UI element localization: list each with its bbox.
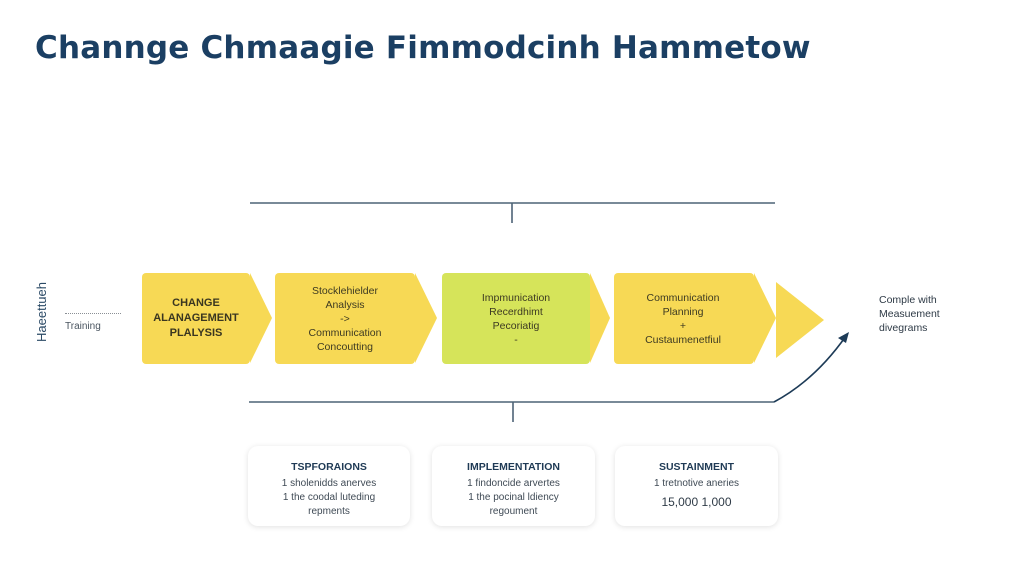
- step-text: CHANGE ALANAGEMENT PLALYSIS: [153, 296, 239, 341]
- step-line: ALANAGEMENT: [153, 312, 239, 324]
- training-label: Training: [65, 321, 101, 332]
- step-line: Custaumenetfiul: [645, 333, 721, 346]
- note-line: Comple with: [879, 294, 937, 306]
- card-sustainment: SUSTAINMENT 1 tretnotive aneries 15,000 …: [615, 446, 778, 526]
- step-line: -: [514, 333, 518, 346]
- card-implementation: IMPLEMENTATION 1 findoncide arvertes 1 t…: [432, 446, 595, 526]
- note-line: divegrams: [879, 322, 928, 334]
- step-line: PLALYSIS: [169, 327, 223, 339]
- page-title: Channge Chmaagie Fimmodcinh Hammetow: [35, 30, 811, 66]
- chevron-point: [250, 273, 272, 363]
- card-heading: SUSTAINMENT: [658, 461, 735, 473]
- step-implementation: Impmunication Recerdhimt Pecoriatig -: [442, 273, 590, 364]
- step-line: Analysis: [325, 298, 365, 311]
- dotted-divider: [65, 313, 121, 314]
- end-note: Comple with Measuement divegrams: [879, 293, 940, 335]
- step-text: Stocklehielder Analysis -> Communication…: [309, 284, 382, 354]
- chevron-point: [415, 273, 437, 363]
- card-line: 1 the coodal luteding: [282, 492, 376, 503]
- step-line: +: [679, 319, 687, 332]
- step-box: [442, 273, 590, 364]
- card-line: 1 findoncide arvertes: [467, 478, 560, 489]
- step-box: [275, 273, 415, 364]
- card-transformations: TSPFORAIONS 1 sholenidds anerves 1 the c…: [248, 446, 410, 526]
- chevron-point: [590, 273, 610, 363]
- step-line: Recerdhimt: [489, 305, 543, 318]
- step-line: Impmunication: [481, 291, 551, 304]
- step-line: Communication: [308, 326, 382, 339]
- step-line: Communication: [646, 291, 720, 304]
- feedback-curve: [773, 335, 847, 403]
- chevron-point: [754, 273, 776, 363]
- step-line: ->: [340, 312, 350, 325]
- step-box: [614, 273, 754, 364]
- card-line: repments: [308, 506, 350, 517]
- card-line: 1 sholenidds anerves: [281, 478, 377, 489]
- card-line: regoument: [489, 506, 538, 517]
- arrowhead-icon: [838, 332, 849, 343]
- card-line: 1 tretnotive aneries: [653, 478, 740, 489]
- step-stakeholder-analysis: Stocklehielder Analysis -> Communication…: [275, 273, 437, 364]
- card-heading: IMPLEMENTATION: [467, 461, 560, 473]
- step-line: Planning: [662, 305, 704, 318]
- end-arrow-icon: [776, 282, 824, 358]
- step-line: CHANGE: [172, 297, 220, 309]
- step-line: Concoutting: [316, 340, 374, 353]
- step-text: Impmunication Recerdhimt Pecoriatig -: [482, 291, 550, 347]
- card-heading: TSPFORAIONS: [291, 461, 367, 473]
- note-line: Measuement: [879, 308, 940, 320]
- step-change-management-analysis: CHANGE ALANAGEMENT PLALYSIS: [142, 273, 272, 364]
- step-line: Stocklehielder: [312, 284, 378, 297]
- step-text: Communication Planning + Custaumenetfiul: [645, 291, 721, 347]
- step-communication-planning: Communication Planning + Custaumenetfiul: [614, 273, 776, 364]
- card-value: 15,000 1,000: [661, 495, 732, 509]
- vertical-side-label: Haeettueh: [34, 282, 49, 342]
- step-line: Pecoriatig: [492, 319, 540, 332]
- step-box: [142, 273, 250, 364]
- card-line: 1 the pocinal ldiency: [468, 492, 559, 503]
